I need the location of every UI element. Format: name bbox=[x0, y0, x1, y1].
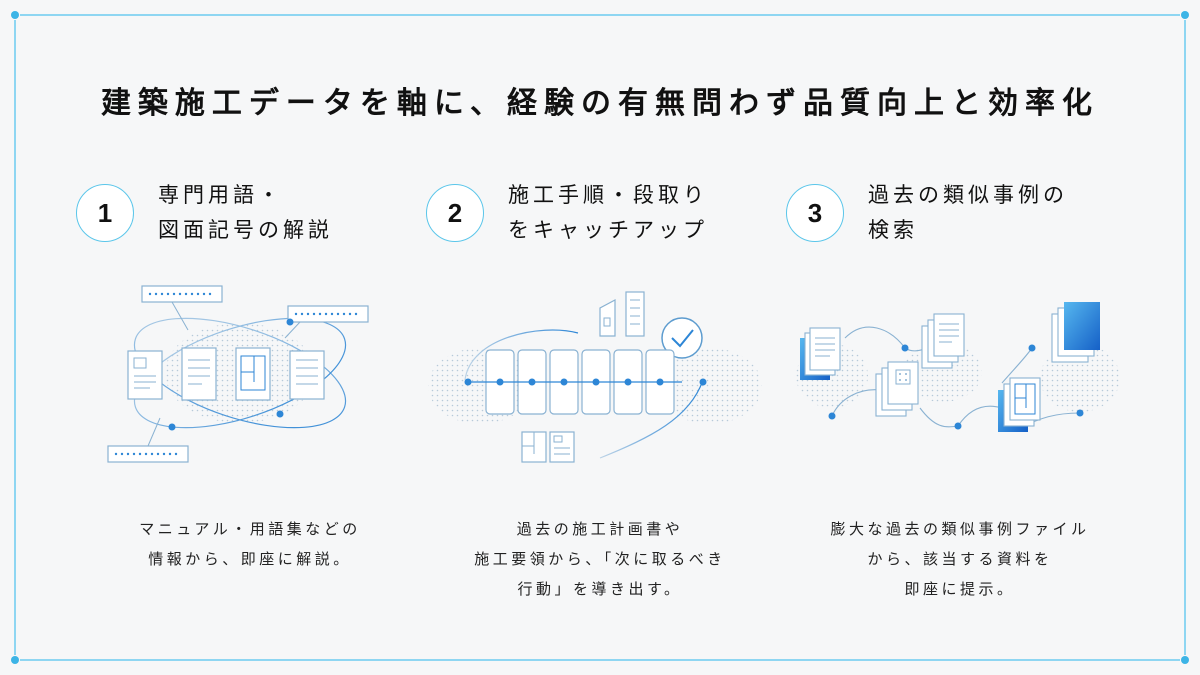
description-line: 行動」を導き出す。 bbox=[517, 580, 683, 598]
feature-3: 3 過去の類似事例の 検索 bbox=[770, 178, 1150, 618]
documents-and-glossary-icon bbox=[107, 285, 369, 463]
description-line: から、該当する資料を bbox=[867, 550, 1053, 568]
feature-heading: 2 施工手順・段取り をキャッチアップ bbox=[426, 178, 708, 248]
feature-heading: 3 過去の類似事例の 検索 bbox=[786, 178, 1068, 248]
description-line: 即座に提示。 bbox=[904, 580, 1016, 598]
description-line: 膨大な過去の類似事例ファイル bbox=[830, 520, 1090, 538]
feature-heading: 1 専門用語・ 図面記号の解説 bbox=[76, 178, 333, 248]
description-line: 施工要領から、「次に取るべき bbox=[474, 550, 726, 568]
feature-description: 膨大な過去の類似事例ファイル から、該当する資料を 即座に提示。 bbox=[770, 514, 1150, 604]
number-badge: 1 bbox=[76, 184, 134, 242]
feature-description: マニュアル・用語集などの 情報から、即座に解説。 bbox=[60, 514, 440, 574]
feature-2: 2 施工手順・段取り をキャッチアップ bbox=[410, 178, 790, 618]
description-line: マニュアル・用語集などの bbox=[139, 520, 361, 538]
feature-description: 過去の施工計画書や 施工要領から、「次に取るべき 行動」を導き出す。 bbox=[410, 514, 790, 604]
feature-title: 過去の類似事例の 検索 bbox=[868, 178, 1068, 248]
feature-title-line: 施工手順・段取り bbox=[508, 183, 708, 207]
feature-title: 専門用語・ 図面記号の解説 bbox=[158, 178, 333, 248]
feature-title-line: 検索 bbox=[868, 218, 918, 242]
feature-title: 施工手順・段取り をキャッチアップ bbox=[508, 178, 708, 248]
description-line: 情報から、即座に解説。 bbox=[148, 550, 352, 568]
feature-title-line: 過去の類似事例の bbox=[868, 183, 1068, 207]
feature-1: 1 専門用語・ 図面記号の解説 bbox=[60, 178, 440, 618]
number-badge: 3 bbox=[786, 184, 844, 242]
number-badge: 2 bbox=[426, 184, 484, 242]
feature-title-line: をキャッチアップ bbox=[508, 218, 708, 242]
description-line: 過去の施工計画書や bbox=[516, 520, 684, 538]
document-stacks-search-icon bbox=[796, 302, 1120, 432]
workflow-steps-icon bbox=[428, 291, 762, 463]
feature-title-line: 専門用語・ bbox=[158, 183, 283, 207]
feature-title-line: 図面記号の解説 bbox=[158, 218, 333, 242]
page-title: 建築施工データを軸に、経験の有無問わず品質向上と効率化 bbox=[100, 86, 1100, 121]
